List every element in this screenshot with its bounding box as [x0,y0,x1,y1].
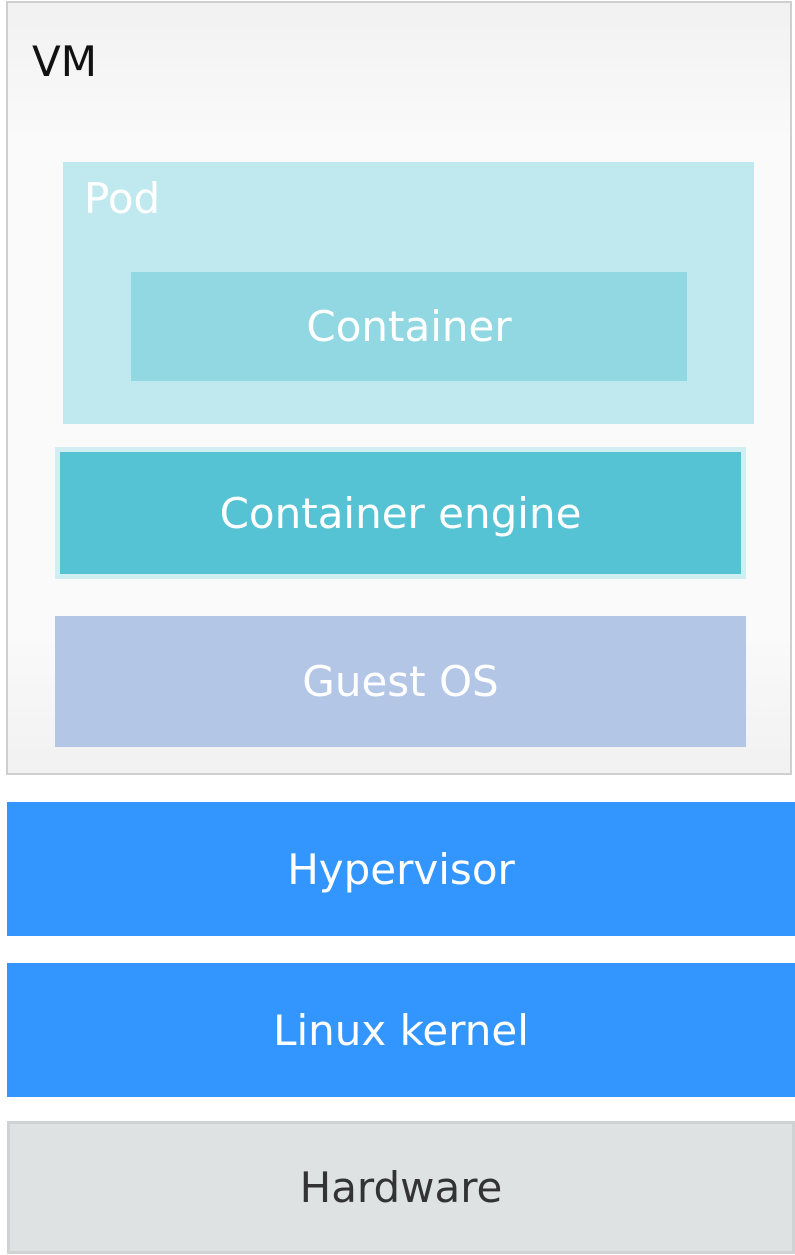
hardware-layer: Hardware [7,1121,795,1254]
container-engine-layer: Container engine [55,447,746,579]
vm-label: VM [32,37,97,86]
guest-os-label: Guest OS [302,657,499,706]
pod-layer: Pod Container [63,162,754,424]
hardware-label: Hardware [299,1163,503,1212]
linux-kernel-label: Linux kernel [273,1005,529,1055]
container-label: Container [306,302,512,351]
container-layer: Container [131,272,687,381]
hypervisor-layer: Hypervisor [7,802,795,936]
guest-os-layer: Guest OS [55,616,746,747]
linux-kernel-layer: Linux kernel [7,963,795,1097]
hypervisor-label: Hypervisor [287,844,515,894]
pod-label: Pod [84,174,161,223]
container-engine-label: Container engine [219,488,582,538]
